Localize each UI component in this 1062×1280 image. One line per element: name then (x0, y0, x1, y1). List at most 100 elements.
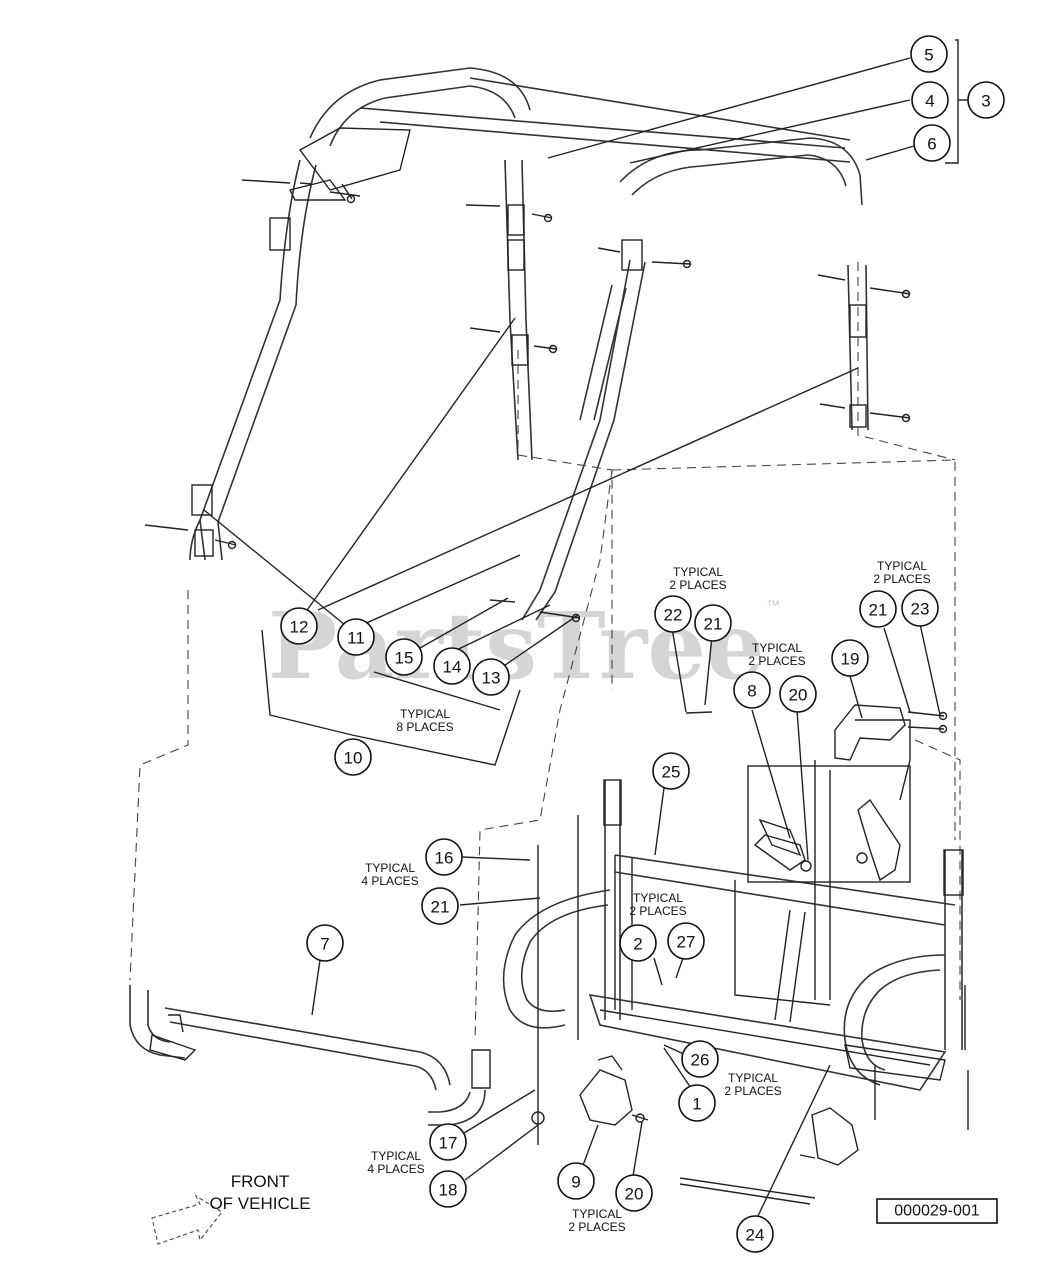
callout-6: 6 (913, 124, 951, 162)
callout-24: 24 (736, 1215, 774, 1253)
callout-21b: 21 (859, 590, 897, 628)
note-line: TYPICAL (365, 861, 415, 875)
callout-circle (911, 81, 949, 119)
note-line: 2 PLACES (873, 572, 930, 586)
callout-circle (429, 1123, 467, 1161)
callout-7: 7 (306, 924, 344, 962)
callout-circle (913, 124, 951, 162)
callout-circle (334, 738, 372, 776)
callout-circle (385, 638, 423, 676)
front-label-line2: OF VEHICLE (209, 1194, 310, 1213)
note-line: 8 PLACES (396, 720, 453, 734)
callout-number: 25 (662, 763, 681, 782)
callout-27: 27 (667, 922, 705, 960)
note-line: TYPICAL (728, 1071, 778, 1085)
note-line: 2 PLACES (568, 1220, 625, 1234)
callout-11: 11 (337, 618, 375, 656)
callout-number: 27 (677, 933, 696, 952)
drawing-code: 000029-001 (894, 1203, 980, 1220)
callout-circle (337, 618, 375, 656)
note-line: TYPICAL (400, 707, 450, 721)
note-line: 4 PLACES (361, 874, 418, 888)
callout-circle (421, 887, 459, 925)
callout-8: 8 (733, 671, 771, 709)
callout-circle (779, 675, 817, 713)
callout-number: 8 (747, 682, 756, 701)
callout-23: 23 (901, 589, 939, 627)
callout-number: 9 (571, 1173, 580, 1192)
callout-circle (280, 607, 318, 645)
note-line: TYPICAL (752, 641, 802, 655)
callout-circle (619, 924, 657, 962)
callout-number: 15 (395, 649, 414, 668)
rops-frame (189, 67, 869, 621)
callout-4: 4 (911, 81, 949, 119)
callout-number: 7 (320, 935, 329, 954)
callout-15: 15 (385, 638, 423, 676)
callout-26: 26 (681, 1040, 719, 1078)
callout-circle (678, 1084, 716, 1122)
callout-circle (557, 1162, 595, 1200)
cab-panel-outlines (129, 262, 961, 1041)
callout-number: 5 (924, 46, 933, 65)
callout-circle (429, 1170, 467, 1208)
note-line: TYPICAL (371, 1149, 421, 1163)
callout-number: 19 (841, 650, 860, 669)
callout-2: 2 (619, 924, 657, 962)
callout-number: 24 (746, 1226, 765, 1245)
callout-number: 11 (347, 629, 365, 648)
callout-number: 12 (290, 618, 309, 637)
callout-circle (306, 924, 344, 962)
callout-number: 21 (704, 615, 723, 634)
front-label-line1: FRONT (231, 1172, 290, 1191)
callout-circle (694, 604, 732, 642)
callout-circle (733, 671, 771, 709)
callout-circle (910, 35, 948, 73)
callout-18: 18 (429, 1170, 467, 1208)
callout-3: 3 (967, 81, 1005, 119)
callout-number: 3 (981, 92, 990, 111)
callout-number: 22 (664, 606, 683, 625)
note-line: TYPICAL (633, 891, 683, 905)
callout-22: 22 (654, 595, 692, 633)
callout-circle (967, 81, 1005, 119)
note-line: 2 PLACES (748, 654, 805, 668)
callout-17: 17 (429, 1123, 467, 1161)
callout-20b: 20 (615, 1174, 653, 1212)
note-line: TYPICAL (877, 559, 927, 573)
callout-number: 6 (927, 135, 936, 154)
callout-circle (654, 595, 692, 633)
callout-number: 17 (439, 1134, 458, 1153)
callout-number: 2 (633, 935, 642, 954)
callout-16: 16 (425, 838, 463, 876)
callout-number: 21 (431, 898, 450, 917)
note-line: 2 PLACES (629, 904, 686, 918)
callout-circle (901, 589, 939, 627)
watermark-trademark: ™ (766, 597, 780, 613)
callout-circle (736, 1215, 774, 1253)
callout-9: 9 (557, 1162, 595, 1200)
note-line: 2 PLACES (669, 578, 726, 592)
callout-10: 10 (334, 738, 372, 776)
callout-circle (433, 647, 471, 685)
callout-13: 13 (472, 658, 510, 696)
callout-12: 12 (280, 607, 318, 645)
callout-circle (667, 922, 705, 960)
note-line: TYPICAL (572, 1207, 622, 1221)
callout-number: 16 (435, 849, 454, 868)
callout-circle (472, 658, 510, 696)
note-line: 4 PLACES (367, 1162, 424, 1176)
fastener-sets (144, 179, 948, 734)
